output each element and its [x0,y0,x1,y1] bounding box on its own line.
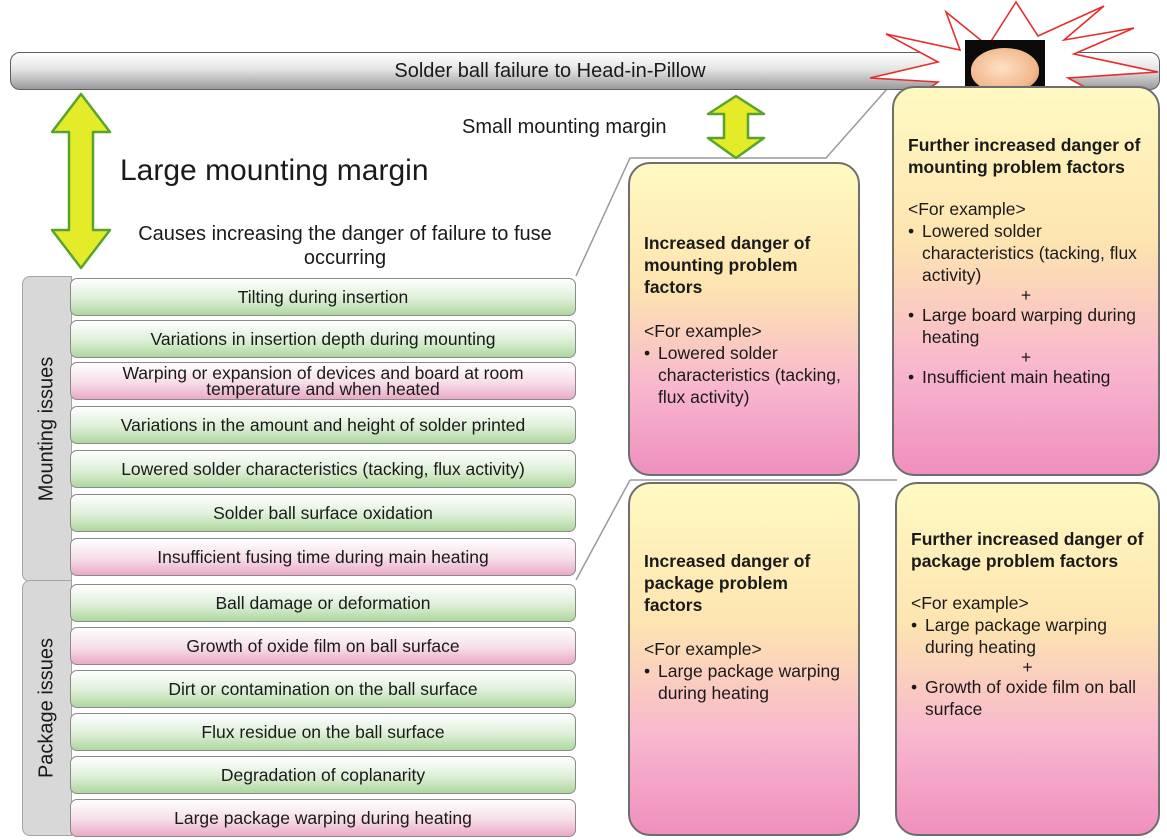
mounting-row: Insufficient fusing time during main hea… [70,538,576,576]
card-bullet-item: • Lowered solder characteristics (tackin… [644,343,841,407]
large-margin-arrow [50,92,112,270]
plus-sign: + [1022,657,1033,677]
card-package-further: Further increased danger of package prob… [895,482,1160,836]
connector-mount-top [575,79,896,277]
card-title: Further increased danger of mounting pro… [908,135,1141,177]
mounting-row: Lowered solder characteristics (tacking,… [70,450,576,488]
mounting-row: Variations in insertion depth during mou… [70,320,576,358]
card-package-increased: Increased danger of package problem fact… [628,482,860,836]
package-row: Large package warping during heating [70,799,576,837]
bullet: • [644,661,651,681]
mounting-row: Variations in the amount and height of s… [70,406,576,444]
bullet: • [911,677,918,697]
mounting-issues-label: Mounting issues [22,276,72,582]
card-bullet-item: • Large package warping during heating [911,615,1107,657]
bullet: • [908,305,915,325]
card-example-label: <For example> [644,639,762,659]
mounting-row: Tilting during insertion [70,278,576,316]
package-row: Degradation of coplanarity [70,756,576,794]
package-row: Ball damage or deformation [70,584,576,622]
bullet: • [644,343,651,363]
small-margin-label: Small mounting margin [462,116,667,138]
card-title: Further increased danger of package prob… [911,529,1144,571]
card-example-label: <For example> [911,593,1029,613]
causes-label: Causes increasing the danger of failure … [138,223,552,269]
mounting-row: Warping or expansion of devices and boar… [70,362,576,400]
bullet: • [911,615,918,635]
plus-sign: + [1020,347,1032,367]
large-margin-label: Large mounting margin [120,154,429,187]
bullet: • [908,367,915,387]
bar-label: Solder ball failure to Head-in-Pillow [394,59,706,82]
package-row: Growth of oxide film on ball surface [70,627,576,665]
card-mounting-further: Further increased danger of mounting pro… [892,86,1160,476]
package-issues-label: Package issues [22,580,72,836]
card-example-label: <For example> [908,199,1026,219]
card-title: Increased danger of package problem fact… [644,551,811,615]
plus-sign: + [1020,285,1032,305]
card-bullet-item: • Insufficient main heating [908,367,1111,387]
package-row: Flux residue on the ball surface [70,713,576,751]
card-bullet-item: • Growth of oxide film on ball surface [911,677,1137,719]
mounting-row: Solder ball surface oxidation [70,494,576,532]
card-bullet-item: • Large package warping during heating [644,661,840,703]
card-bullet-item: • Lowered solder characteristics (tackin… [908,221,1137,285]
connector-mount-bottom [575,479,631,581]
card-bullet-item: • Large board warping during heating [908,305,1137,347]
card-example-label: <For example> [644,321,762,341]
card-mounting-increased: Increased danger of mounting problem fac… [628,162,860,476]
card-title: Increased danger of mounting problem fac… [644,233,811,297]
bullet: • [908,221,915,241]
package-row: Dirt or contamination on the ball surfac… [70,670,576,708]
small-margin-arrow [706,94,766,160]
